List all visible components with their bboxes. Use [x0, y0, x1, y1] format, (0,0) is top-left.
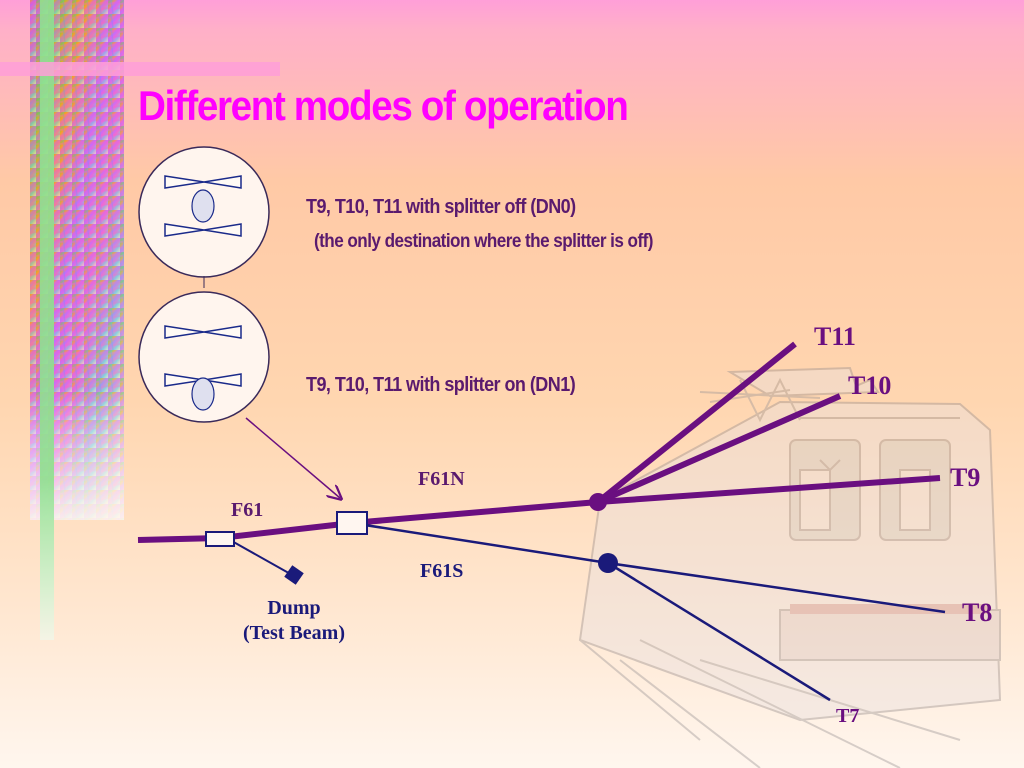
dump-block [284, 565, 304, 585]
label-t11: T11 [814, 322, 856, 351]
f61-box [205, 531, 235, 547]
label-f61s: F61S [420, 560, 463, 582]
north-node [589, 493, 607, 511]
splitter-pointer-arrow [245, 417, 340, 498]
label-t8: T8 [962, 598, 992, 627]
slide-title: Different modes of operation [138, 82, 629, 129]
label-test-beam: (Test Beam) [243, 622, 345, 644]
mode-splitter-off-note: (the only destination where the splitter… [314, 231, 653, 252]
label-f61n: F61N [418, 468, 465, 490]
label-f61: F61 [231, 499, 263, 521]
splitter-box [336, 511, 368, 535]
splitter-on-diagram [138, 291, 270, 423]
label-t9: T9 [950, 463, 980, 492]
splitter-off-diagram [138, 146, 270, 278]
label-t10: T10 [848, 371, 891, 400]
mode-splitter-off-text: T9, T10, T11 with splitter off (DN0) [306, 196, 576, 218]
label-dump: Dump [267, 597, 320, 619]
mode-splitter-on-text: T9, T10, T11 with splitter on (DN1) [306, 374, 576, 396]
label-t7: T7 [836, 705, 859, 727]
south-node [598, 553, 618, 573]
